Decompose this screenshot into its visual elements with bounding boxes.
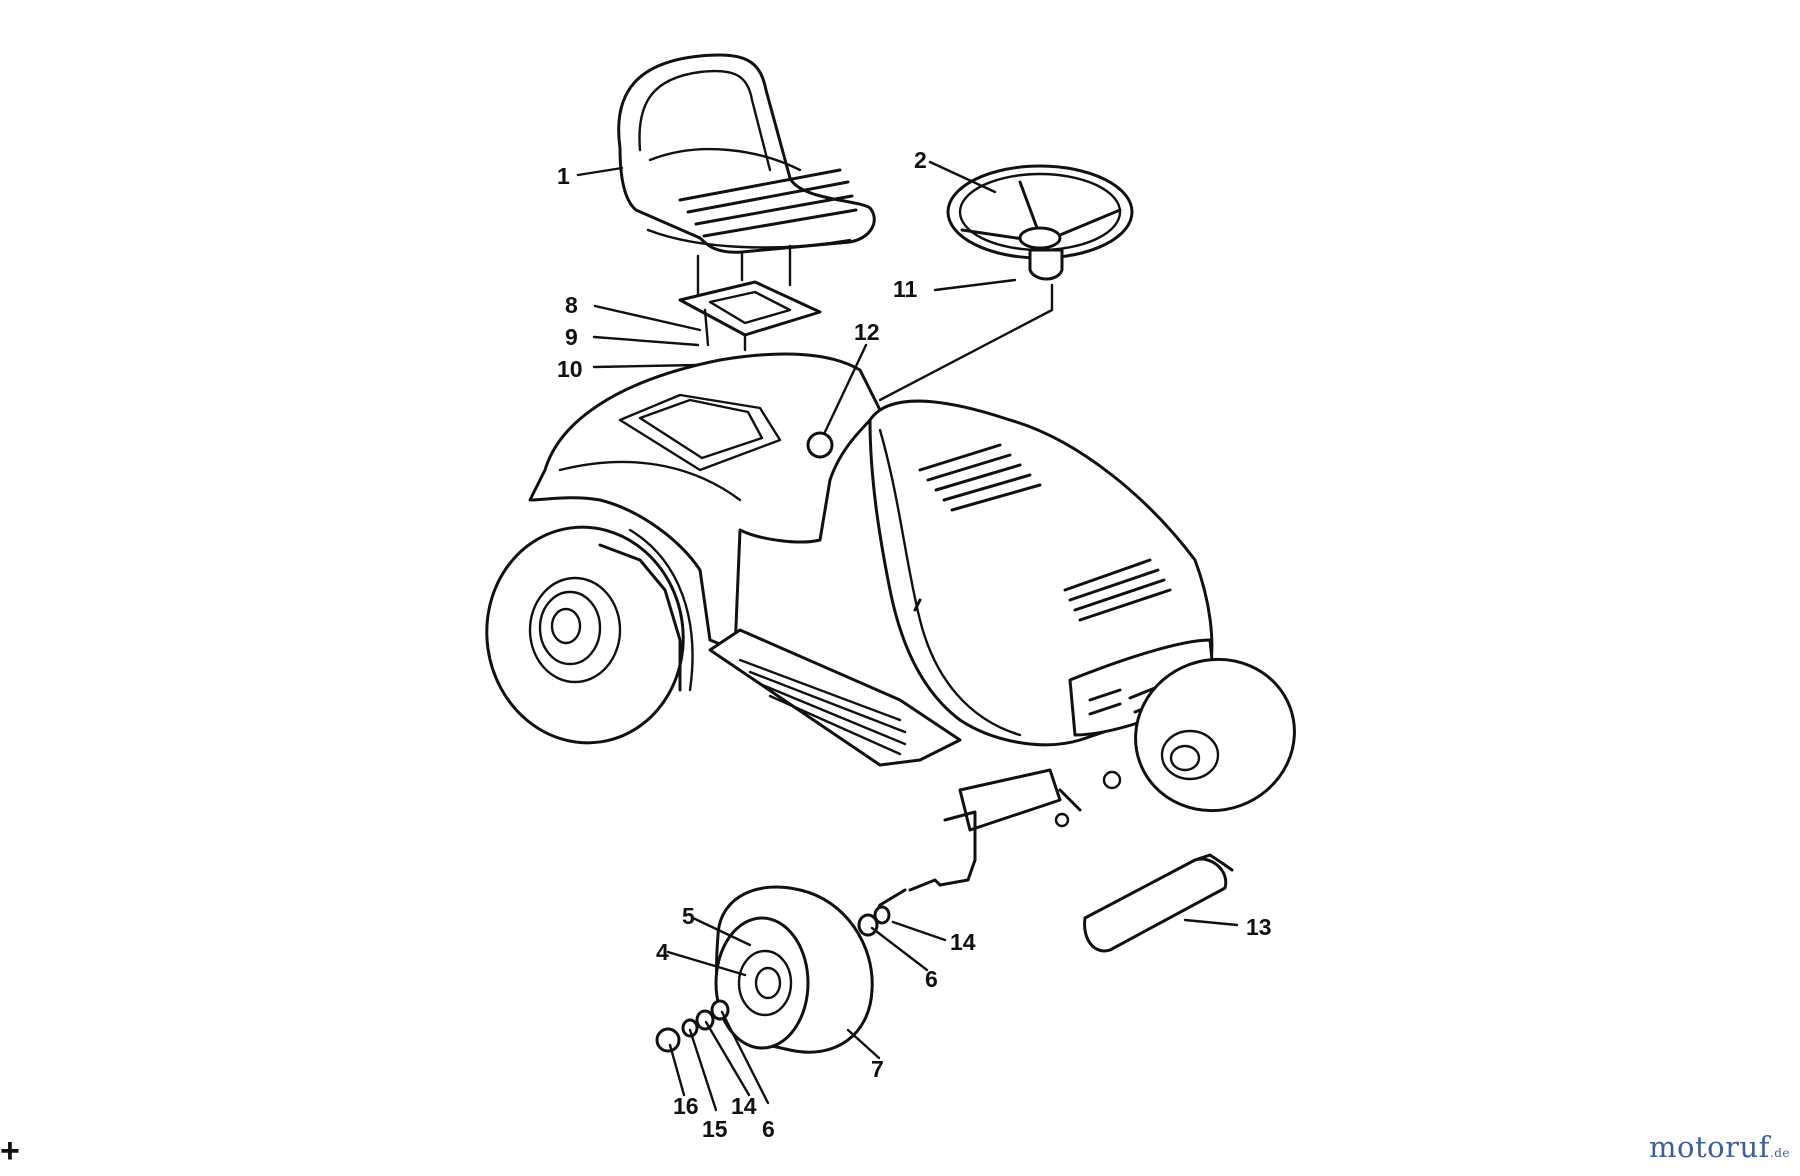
front-wheel-right [1134, 657, 1296, 813]
part-label: 10 [557, 356, 583, 382]
part-label: 2 [914, 147, 927, 173]
part-label: 6 [762, 1116, 775, 1142]
part-label: 15 [702, 1116, 728, 1142]
part-label: 5 [682, 903, 695, 929]
part-labels: 1 2 4 5 6 6 6 7 8 9 10 11 12 13 14 14 15… [557, 147, 1272, 1142]
part-label: 14 [950, 929, 976, 955]
tractor-body [528, 352, 1217, 887]
part-label: 14 [731, 1093, 757, 1119]
watermark-tld: .de [1769, 1146, 1790, 1160]
part-label: 12 [854, 319, 880, 345]
part-label: 11 [893, 276, 918, 302]
part-label: 6 [925, 966, 938, 992]
part-label: 16 [673, 1093, 699, 1119]
corner-mark: + [0, 1132, 20, 1170]
seat [617, 53, 876, 352]
grease-gun [1083, 853, 1234, 953]
front-wheel-exploded [655, 878, 942, 1054]
part-label: 1 [557, 163, 570, 189]
part-label: 13 [1246, 914, 1272, 940]
part-label: 4 [656, 939, 669, 965]
watermark-brand: motoruf [1649, 1130, 1770, 1164]
part-label: 9 [565, 324, 578, 350]
watermark-logo: motoruf.de [1649, 1130, 1790, 1164]
part-label: 8 [565, 292, 578, 318]
part-label: 7 [871, 1056, 884, 1082]
rear-wheel [485, 525, 694, 745]
leader-lines [576, 160, 1239, 1112]
steering-wheel [878, 164, 1134, 402]
